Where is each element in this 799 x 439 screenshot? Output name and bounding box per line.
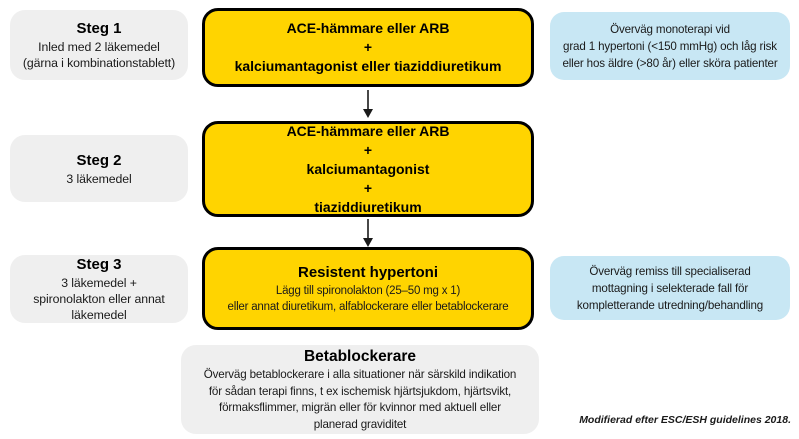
- betablocker-footnote-title: Betablockerare: [303, 348, 416, 365]
- treatment-box-step-2: ACE-hämmare eller ARB + kalciumantagonis…: [202, 121, 534, 217]
- step-2-box: Steg 2 3 läkemedel: [10, 135, 188, 202]
- monotherapy-advice-note: Överväg monoterapi vid grad 1 hypertoni …: [550, 12, 790, 80]
- referral-advice-note: Överväg remiss till specialiserad mottag…: [550, 256, 790, 320]
- step-3-title: Steg 3: [76, 256, 122, 273]
- treatment-box-step-1: ACE-hämmare eller ARB + kalciumantagonis…: [202, 8, 534, 87]
- referral-advice-text: Överväg remiss till specialiserad mottag…: [576, 264, 764, 312]
- step-3-box: Steg 3 3 läkemedel + spironolakton eller…: [10, 255, 188, 323]
- step-1-description: Inled med 2 läkemedel (gärna i kombinati…: [22, 40, 176, 70]
- treatment-box-step-2-text: ACE-hämmare eller ARB + kalciumantagonis…: [286, 122, 450, 215]
- source-credit: Modifierad efter ESC/ESH guidelines 2018…: [579, 414, 791, 426]
- betablocker-footnote-body: Överväg betablockerare i alla situatione…: [203, 368, 517, 431]
- step-1-box: Steg 1 Inled med 2 läkemedel (gärna i ko…: [10, 10, 188, 80]
- resistant-hypertension-title: Resistent hypertoni: [297, 263, 439, 281]
- treatment-box-step-3: Resistent hypertoni Lägg till spironolak…: [202, 247, 534, 330]
- step-2-title: Steg 2: [76, 151, 122, 169]
- step-1-title: Steg 1: [76, 20, 122, 37]
- down-arrow-icon: [363, 90, 373, 118]
- resistant-hypertension-body: Lägg till spironolakton (25–50 mg x 1) e…: [227, 284, 509, 313]
- treatment-box-step-1-text: ACE-hämmare eller ARB + kalciumantagonis…: [234, 20, 502, 74]
- betablocker-footnote-box: Betablockerare Överväg betablockerare i …: [181, 345, 539, 434]
- step-3-description: 3 läkemedel + spironolakton eller annat …: [33, 276, 165, 322]
- down-arrow-icon: [363, 219, 373, 247]
- monotherapy-advice-text: Överväg monoterapi vid grad 1 hypertoni …: [562, 22, 778, 70]
- step-2-description: 3 läkemedel: [66, 171, 132, 186]
